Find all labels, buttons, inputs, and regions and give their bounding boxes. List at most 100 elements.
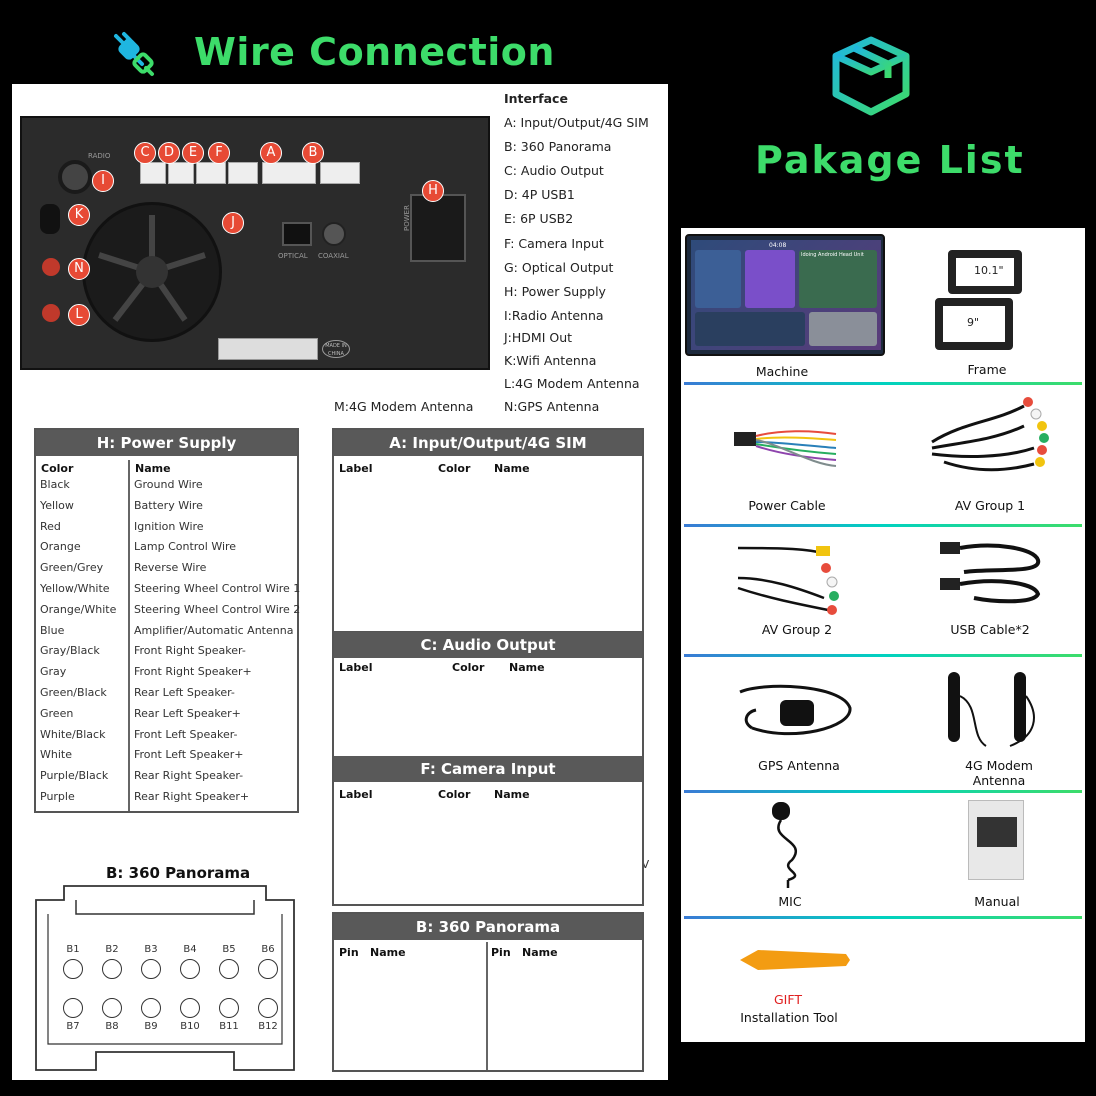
label-a: A bbox=[260, 142, 282, 164]
gps-antenna-label: GPS Antenna bbox=[758, 758, 840, 773]
interface-item: G: Optical Output bbox=[504, 260, 614, 275]
frame-large-image: 10.1" bbox=[948, 250, 1022, 294]
label-b: B bbox=[302, 142, 324, 164]
divider bbox=[684, 382, 1082, 385]
ps-name-cell: Front Left Speaker+ bbox=[134, 748, 244, 762]
pin-hole bbox=[141, 998, 161, 1018]
connector-c bbox=[140, 162, 166, 184]
col-label-header: Label bbox=[339, 788, 373, 801]
ps-name-cell: Battery Wire bbox=[134, 498, 203, 512]
col-color-header: Color bbox=[41, 462, 74, 475]
pin-label: B10 bbox=[180, 1021, 200, 1032]
label-f: F bbox=[208, 142, 230, 164]
ps-name-cell: Rear Right Speaker+ bbox=[134, 790, 250, 803]
screen-widget bbox=[745, 250, 795, 308]
column-divider bbox=[128, 460, 130, 811]
plug-icon bbox=[108, 30, 156, 78]
modem-antenna-image bbox=[948, 672, 1035, 747]
optical-port bbox=[282, 222, 312, 246]
divider bbox=[684, 524, 1082, 527]
ps-color-cell: Purple/Black bbox=[40, 769, 109, 783]
divider bbox=[684, 916, 1082, 919]
av-group-1-image bbox=[931, 397, 1049, 472]
interface-item-m: M:4G Modem Antenna bbox=[334, 399, 474, 414]
manual-label: Manual bbox=[974, 894, 1020, 909]
divider bbox=[684, 654, 1082, 657]
col-name-header: Name bbox=[494, 788, 530, 801]
ps-name-cell: Reverse Wire bbox=[134, 561, 207, 575]
label-j: J bbox=[222, 212, 244, 234]
ps-color-cell: White/Black bbox=[40, 727, 106, 741]
av-group-1-label: AV Group 1 bbox=[954, 498, 1026, 513]
wifi-antenna-socket bbox=[40, 204, 60, 234]
pin-hole bbox=[102, 998, 122, 1018]
ps-color-cell: Green bbox=[40, 706, 74, 720]
connector-f bbox=[228, 162, 258, 184]
pin-hole bbox=[102, 959, 122, 979]
col-name-header: Name bbox=[494, 462, 530, 475]
ps-color-cell: Blue bbox=[40, 623, 65, 637]
optical-text: OPTICAL bbox=[278, 252, 308, 260]
ps-color-cell: Black bbox=[40, 478, 70, 491]
pin-hole bbox=[63, 959, 83, 979]
label-c: C bbox=[134, 142, 156, 164]
panorama-connector-outline bbox=[35, 885, 295, 1071]
package-box-icon bbox=[828, 32, 914, 118]
interface-item: A: Input/Output/4G SIM bbox=[504, 115, 649, 130]
interface-item: H: Power Supply bbox=[504, 284, 606, 299]
interface-item: F: Camera Input bbox=[504, 236, 604, 251]
gps-antenna-image bbox=[739, 684, 852, 736]
connector-b bbox=[320, 162, 360, 184]
col-name-header: Name bbox=[135, 462, 171, 475]
camera-input-title: F: Camera Input bbox=[334, 756, 642, 782]
pin-label: B2 bbox=[105, 944, 119, 955]
label-i: I bbox=[92, 170, 114, 192]
interface-item: I:Radio Antenna bbox=[504, 308, 604, 323]
ps-color-cell: Green/Grey bbox=[40, 561, 104, 575]
power-connector bbox=[410, 194, 466, 262]
av-group-2-image bbox=[737, 546, 839, 615]
wire-connection-title: Wire Connection bbox=[194, 30, 555, 74]
col-name-header: Name bbox=[370, 946, 406, 959]
interface-item: C: Audio Output bbox=[504, 163, 604, 178]
frame-small-image: 9" bbox=[935, 298, 1013, 350]
power-cable-label: Power Cable bbox=[748, 498, 826, 513]
col-pin-header: Pin bbox=[339, 946, 359, 959]
screen-widget bbox=[809, 312, 877, 346]
interface-item: D: 4P USB1 bbox=[504, 187, 575, 202]
pin-hole bbox=[258, 959, 278, 979]
pin-label: B5 bbox=[222, 944, 236, 955]
usb-cable-image bbox=[940, 542, 1041, 604]
screen-display: 04:08 Idoing Android Head Unit bbox=[691, 240, 881, 350]
ps-color-cell: Yellow/White bbox=[40, 582, 110, 595]
package-list-panel bbox=[681, 228, 1085, 1042]
power-supply-table: H: Power Supply Color Name bbox=[34, 428, 299, 813]
pin-label: B1 bbox=[66, 944, 80, 955]
coaxial-port bbox=[322, 222, 346, 246]
col-label-header: Label bbox=[339, 462, 373, 475]
frame-small-size: 9" bbox=[967, 316, 980, 329]
column-divider bbox=[486, 942, 488, 1070]
pin-label: B12 bbox=[258, 1021, 278, 1032]
ps-name-cell: Ignition Wire bbox=[134, 519, 204, 533]
audio-output-title: C: Audio Output bbox=[334, 632, 642, 658]
connector-e bbox=[196, 162, 226, 184]
frame-large-size: 10.1" bbox=[974, 264, 1004, 277]
ps-name-cell: Rear Right Speaker- bbox=[134, 769, 244, 783]
col-color-header: Color bbox=[438, 788, 471, 801]
ps-color-cell: Purple bbox=[40, 790, 75, 803]
machine-label: Machine bbox=[755, 364, 809, 379]
panorama-pin-table: B: 360 Panorama Pin Name Pin Name bbox=[332, 912, 644, 1072]
label-k: K bbox=[68, 204, 90, 226]
col-name-header: Name bbox=[522, 946, 558, 959]
pin-label: B8 bbox=[105, 1021, 119, 1032]
modem-antenna-label: 4G Modem Antenna bbox=[965, 758, 1033, 788]
divider bbox=[684, 790, 1082, 793]
pin-hole bbox=[180, 998, 200, 1018]
label-h: H bbox=[422, 180, 444, 202]
ps-name-cell: Steering Wheel Control Wire 1 bbox=[134, 582, 301, 595]
panorama-diagram-title: B: 360 Panorama bbox=[106, 864, 251, 882]
ps-color-cell: Gray bbox=[40, 665, 67, 679]
power-cable-image bbox=[734, 430, 837, 467]
label-d: D bbox=[158, 142, 180, 164]
